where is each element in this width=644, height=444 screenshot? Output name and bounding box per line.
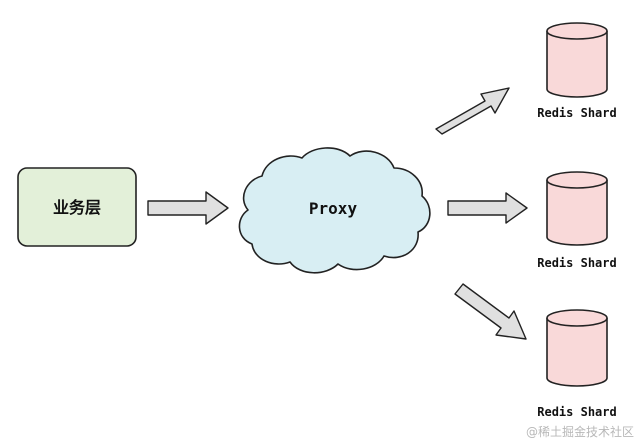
cylinder-icon — [546, 318, 608, 387]
arrow-business-to-proxy — [147, 191, 229, 225]
shard-label: Redis Shard — [537, 405, 616, 419]
proxy-cloud-shape — [238, 147, 431, 274]
shard-label: Redis Shard — [537, 256, 616, 270]
proxy-label: Proxy — [309, 199, 358, 218]
redis-shard-1: Redis Shard — [537, 22, 617, 120]
proxy-node: Proxy — [238, 147, 431, 274]
cylinder-top — [546, 22, 608, 40]
business-layer-node: 业务层 — [17, 167, 137, 247]
cylinder-top — [546, 171, 608, 189]
redis-shard-3: Redis Shard — [537, 309, 617, 419]
arrow-proxy-to-shard-3 — [454, 283, 527, 340]
business-layer-label: 业务层 — [53, 198, 101, 217]
cylinder-icon — [546, 31, 608, 98]
business-layer-box — [17, 167, 137, 247]
arrow-proxy-to-shard-1 — [435, 87, 510, 135]
watermark-text: @稀土掘金技术社区 — [525, 425, 634, 439]
redis-shard-2: Redis Shard — [537, 171, 617, 270]
cylinder-icon — [546, 180, 608, 246]
shard-label: Redis Shard — [537, 106, 616, 120]
arrow-proxy-to-shard-2 — [447, 192, 528, 224]
cylinder-top — [546, 309, 608, 327]
